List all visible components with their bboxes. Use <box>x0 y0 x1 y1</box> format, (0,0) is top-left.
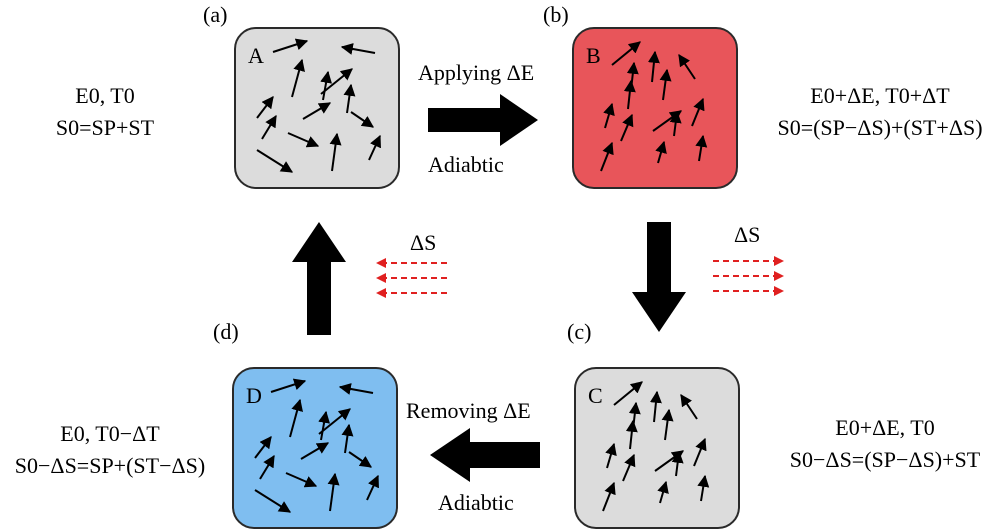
label-entropy-in: ΔS <box>410 230 437 255</box>
state-b-line2: S0=(SP−ΔS)+(ST+ΔS) <box>777 115 983 140</box>
panel-label-b: (b) <box>543 2 569 27</box>
panel-label-d: (d) <box>213 319 239 344</box>
state-d-line1: E0, T0−ΔT <box>60 421 160 446</box>
state-d-line2: S0−ΔS=SP+(ST−ΔS) <box>14 453 206 478</box>
box-letter-b: B <box>586 43 601 68</box>
state-c-line2: S0−ΔS=(SP−ΔS)+ST <box>789 447 981 472</box>
box-letter-c: C <box>588 383 603 408</box>
box-letter-d: D <box>246 383 262 408</box>
arrow-b-to-c <box>632 222 686 332</box>
label-applying-field: Applying ΔE <box>418 60 535 85</box>
arrow-c-to-d <box>430 428 540 482</box>
heat-out-arrows <box>713 256 784 296</box>
label-entropy-out: ΔS <box>734 222 761 247</box>
dipoles-a <box>256 38 381 173</box>
state-a-line2: S0=SP+ST <box>55 115 155 140</box>
state-a-text: E0, T0 S0=SP+ST <box>20 80 190 144</box>
panel-label-a: (a) <box>203 2 228 27</box>
heat-in-arrows <box>376 258 447 298</box>
dipoles-c <box>602 381 710 512</box>
label-removing-field: Removing ΔE <box>406 398 531 423</box>
state-b-text: E0+ΔE, T0+ΔT S0=(SP−ΔS)+(ST+ΔS) <box>760 80 1000 144</box>
state-a-line1: E0, T0 <box>75 83 135 108</box>
state-box-a: A <box>234 27 400 189</box>
arrow-d-to-a <box>292 222 346 335</box>
state-box-c: C <box>574 367 740 529</box>
dipoles-d <box>254 378 379 513</box>
dipoles-b <box>600 41 708 172</box>
state-b-line1: E0+ΔE, T0+ΔT <box>810 83 950 108</box>
state-c-line1: E0+ΔE, T0 <box>835 415 935 440</box>
panel-label-c: (c) <box>567 319 592 344</box>
box-letter-a: A <box>248 43 264 68</box>
state-c-text: E0+ΔE, T0 S0−ΔS=(SP−ΔS)+ST <box>770 412 1000 476</box>
state-d-text: E0, T0−ΔT S0−ΔS=SP+(ST−ΔS) <box>0 418 220 482</box>
label-adiabatic-ab: Adiabtic <box>428 152 504 177</box>
state-box-d: D <box>232 367 398 529</box>
label-adiabatic-cd: Adiabtic <box>438 490 514 515</box>
arrow-a-to-b <box>428 94 538 146</box>
